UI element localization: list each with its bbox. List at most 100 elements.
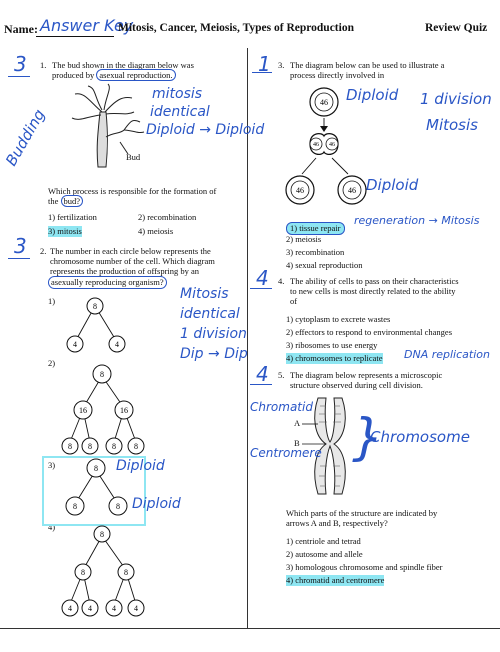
q1-bud-label: Bud	[126, 152, 141, 162]
q2-circled: asexually reproducing organism?	[48, 276, 167, 289]
q3-cell-division-diagram: 46 46 46 46 46	[285, 87, 367, 205]
q2-answer-mark: 3	[14, 234, 27, 258]
q5-question-1: Which parts of the structure are indicat…	[286, 508, 438, 518]
q5-label-a: A	[294, 418, 301, 428]
q3-note-mitosis: Mitosis	[426, 116, 478, 134]
q2-note-mitosis: Mitosis	[180, 286, 229, 302]
q3-note-division: 1 division	[420, 90, 492, 108]
q4-number: 4.	[278, 276, 285, 286]
d2-val: 8	[88, 442, 92, 451]
d4-val: 8	[124, 568, 128, 577]
q4-option-4: 4) chromosomes to replicate	[286, 353, 383, 364]
q1-answer-underline	[8, 76, 30, 77]
q2-number: 2.	[40, 246, 47, 256]
q3-option-3: 3) recombination	[286, 247, 345, 257]
q4-option-1: 1) cytoplasm to excrete wastes	[286, 314, 391, 324]
d4-val: 4	[88, 604, 92, 613]
q2-diagrams: 8 4 4 8 16 16 8 8 8 8 8 8 8 8 8 8 4 4 4 …	[61, 297, 145, 617]
q1-text-a: The bud shown in the diagram below was	[52, 60, 194, 70]
q5-answer-mark: 4	[256, 362, 269, 386]
q4-option-3: 3) ribosomes to use energy	[286, 340, 378, 350]
q2-answer-underline	[8, 258, 30, 259]
q3-text-b: process directly involved in	[290, 70, 385, 80]
d2-val: 8	[134, 442, 138, 451]
hydra-diagram	[71, 83, 145, 168]
q2-label-3: 3)	[48, 460, 56, 470]
d3-val: 8	[73, 502, 77, 511]
q5-line-1: The diagram below represents a microscop…	[290, 370, 443, 380]
column-divider	[247, 48, 248, 628]
q4-option-2: 2) effectors to respond to environmental…	[286, 327, 453, 337]
review-quiz-label: Review Quiz	[425, 22, 488, 34]
q2-line-1: The number in each circle below represen…	[50, 246, 211, 256]
d3-val: 8	[116, 502, 120, 511]
q5-line-2: structure observed during cell division.	[290, 380, 423, 390]
q3-note-diploid-2: Diploid	[366, 176, 419, 194]
q1-question-circled: bud?	[60, 195, 84, 207]
q3-text-a: The diagram below can be used to illustr…	[290, 60, 445, 70]
d2-val: 16	[120, 406, 128, 415]
q3-option-4: 4) sexual reproduction	[286, 260, 363, 270]
page-bottom-rule	[0, 628, 500, 629]
q1-budding-note: Budding	[2, 106, 49, 169]
q3-answer-mark: 1	[258, 52, 271, 76]
q5-question-2: arrows A and B, respectively?	[286, 518, 388, 528]
q4-line-2: to new cells is most directly related to…	[290, 286, 456, 296]
q3-option-1: 1) tissue repair	[286, 222, 345, 235]
d1-node	[66, 335, 84, 353]
d2-val: 8	[100, 370, 104, 379]
q4-line-1: The ability of cells to pass on their ch…	[290, 276, 459, 286]
q1-option-3: 3) mitosis	[48, 226, 82, 237]
q1-question-b-line: the bud?	[48, 195, 84, 207]
q2-answer-box	[42, 456, 146, 526]
q1-question-b: the	[48, 196, 59, 206]
q2-diploid-note-a: Diploid	[116, 458, 165, 474]
q3-answer-underline	[252, 72, 272, 73]
q1-option-1: 1) fertilization	[48, 212, 97, 222]
name-underline	[36, 36, 114, 37]
q3-cell-3: 46	[296, 186, 304, 195]
q5-answer-underline	[250, 384, 272, 385]
page-title: Mitosis, Cancer, Meiosis, Types of Repro…	[118, 22, 354, 34]
q1-number: 1.	[40, 60, 47, 70]
q5-option-3: 3) homologous chromosome and spindle fib…	[286, 562, 443, 572]
q5-label-b: B	[294, 438, 300, 448]
q3-note-diploid: Diploid	[346, 86, 399, 104]
d2-val: 8	[112, 442, 116, 451]
q3-cell-0: 46	[320, 98, 328, 107]
q1-note-mitosis: mitosis	[152, 86, 203, 102]
d4-val: 8	[81, 568, 85, 577]
q5-note-centromere: Centromere	[250, 446, 322, 460]
q4-answer-mark: 4	[256, 266, 269, 290]
q5-note-chromatid: Chromatid	[250, 400, 313, 414]
q1-text-b-line: produced by asexual reproduction.	[52, 69, 176, 81]
q4-answer-underline	[250, 288, 272, 289]
q2-label-2: 2)	[48, 358, 56, 368]
d1-node	[86, 297, 104, 315]
q3-cell-4: 46	[348, 186, 356, 195]
q2-line-2: chromosome number of the cell. Which dia…	[50, 256, 215, 266]
q5-note-chromosome: Chromosome	[370, 428, 470, 446]
q3-cell-1: 46	[313, 142, 319, 148]
q1-answer-mark: 3	[14, 52, 27, 76]
d1-val: 4	[73, 340, 77, 349]
d4-val: 8	[100, 530, 104, 539]
q5-option-1: 1) centriole and tetrad	[286, 536, 361, 546]
q1-circled-answer: asexual reproduction.	[96, 69, 176, 81]
d3-val: 8	[94, 464, 98, 473]
d2-val: 16	[79, 406, 87, 415]
q3-number: 3.	[278, 60, 285, 70]
q2-line-3: represents the production of offspring b…	[50, 266, 200, 276]
q3-cell-2: 46	[329, 142, 335, 148]
q1-note-identical: identical	[150, 104, 210, 120]
q4-line-3: of	[290, 296, 298, 306]
name-label: Name:	[4, 22, 38, 36]
q5-number: 5.	[278, 370, 285, 380]
q5-chromosome-bracket: }	[352, 408, 384, 466]
q3-option-2: 2) meiosis	[286, 234, 322, 244]
q1-text-b: produced by	[52, 70, 95, 80]
d4-val: 4	[112, 604, 116, 613]
d1-node	[108, 335, 126, 353]
q1-option-2: 2) recombination	[138, 212, 197, 222]
d4-val: 4	[134, 604, 138, 613]
